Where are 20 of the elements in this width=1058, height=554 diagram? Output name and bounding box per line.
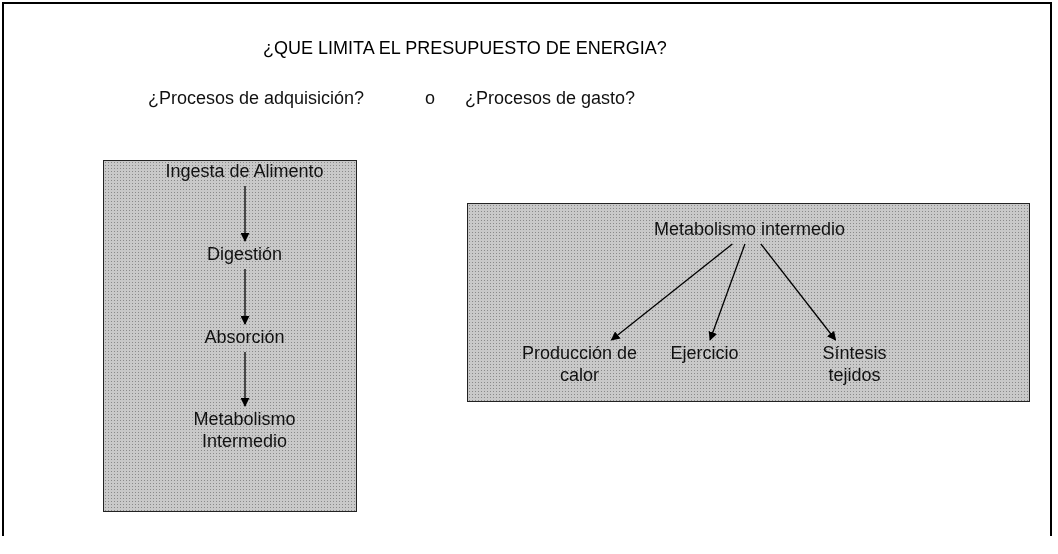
arrow <box>240 268 250 325</box>
subtitle-text: o <box>425 88 435 109</box>
panel-box <box>103 160 357 512</box>
process-label: Digestión <box>169 242 320 267</box>
subtitle-text: ¿Procesos de adquisición? <box>148 88 365 109</box>
arrow <box>708 243 746 341</box>
subtitle-text: ¿Procesos de gasto? <box>465 88 636 109</box>
process-label: Síntesis tejidos <box>804 341 905 388</box>
title: ¿QUE LIMITA EL PRESUPUESTO DE ENERGIA? <box>262 38 668 59</box>
arrow <box>240 185 250 242</box>
process-label: Ejercicio <box>654 341 755 366</box>
process-label: Ingesta de Alimento <box>129 159 360 184</box>
process-label: Absorción <box>169 325 320 350</box>
arrow <box>760 243 837 341</box>
panel-box <box>467 203 1030 402</box>
process-label: Metabolismo Intermedio <box>164 407 325 454</box>
process-label: Producción de calor <box>519 341 640 388</box>
arrow <box>240 351 250 407</box>
arrow <box>610 243 733 341</box>
process-label: Metabolismo intermedio <box>614 217 885 242</box>
